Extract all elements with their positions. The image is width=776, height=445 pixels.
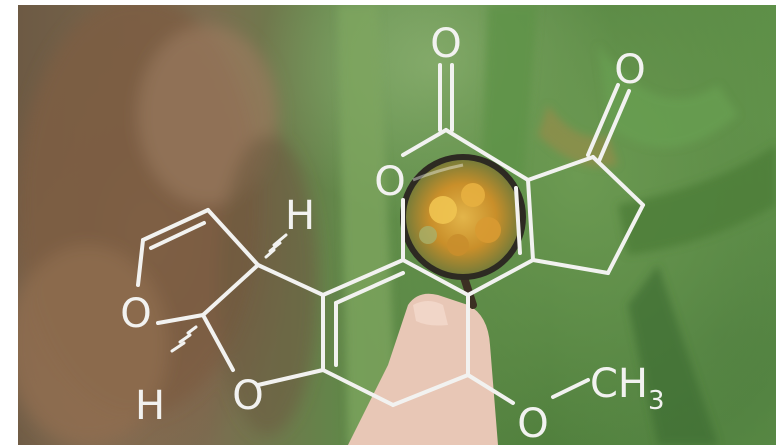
atom-label-o-methoxy: O (517, 401, 548, 445)
methyl-main: CH (590, 361, 648, 407)
atom-label-o-furan: O (120, 291, 151, 337)
atom-label-h-lower: H (135, 383, 165, 429)
atom-label-h-upper: H (285, 193, 315, 239)
blurred-hair (18, 5, 318, 445)
photo-scene: O O O H O H O O CH3 (18, 5, 776, 445)
atom-labels: O O O H O H O O CH3 (120, 21, 664, 445)
atom-label-o-ring-lower: O (232, 373, 263, 419)
atom-label-o-ring-upper: O (374, 159, 405, 205)
hand (348, 293, 498, 445)
methyl-subscript: 3 (648, 386, 665, 416)
atom-label-o-top-left: O (430, 21, 461, 67)
molecule-diagram (136, 63, 645, 407)
magnifying-glass-icon (400, 154, 526, 309)
photo: O O O H O H O O CH3 (18, 5, 776, 445)
atom-label-o-top-right: O (614, 47, 645, 93)
atom-label-methyl: CH3 (590, 361, 665, 416)
